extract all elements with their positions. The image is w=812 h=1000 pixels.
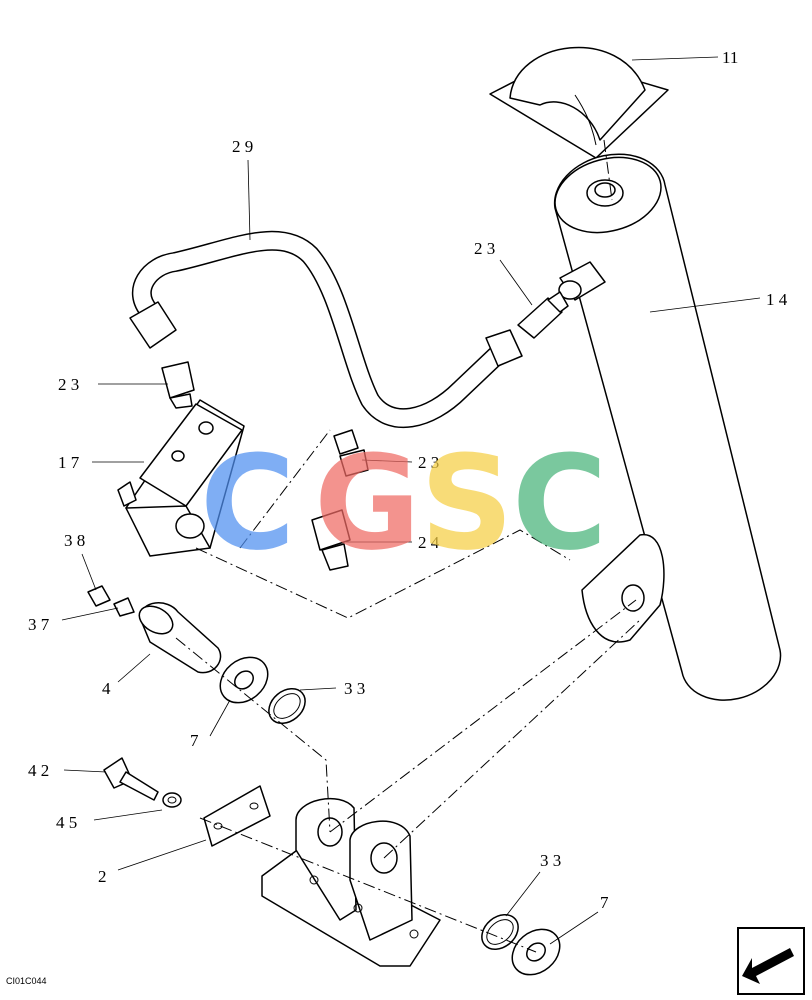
return-arrow-icon[interactable] bbox=[737, 927, 805, 995]
bump-stop-11 bbox=[489, 46, 669, 159]
plate-2 bbox=[203, 785, 271, 847]
grease-cap-38 bbox=[87, 585, 111, 607]
o-ring-33-upper bbox=[268, 688, 306, 724]
callout-numbers: 11 2 9 2 3 1 4 2 3 1 7 2 3 2 4 3 8 3 7 4… bbox=[28, 48, 788, 912]
cylinder-14 bbox=[553, 153, 782, 701]
lock-washer-45 bbox=[162, 792, 182, 808]
pin-4 bbox=[138, 602, 222, 674]
washer-7-upper bbox=[219, 656, 269, 704]
valve-block-17 bbox=[117, 399, 245, 557]
callout-29: 2 9 bbox=[232, 137, 253, 156]
callout-24: 2 4 bbox=[418, 533, 440, 552]
callout-23-left: 2 3 bbox=[58, 375, 79, 394]
watermark: C G S C bbox=[200, 427, 607, 579]
fitting-23-left bbox=[161, 361, 195, 409]
callout-17: 1 7 bbox=[58, 453, 80, 472]
callout-7-lower: 7 bbox=[600, 893, 609, 912]
callout-33-lower: 3 3 bbox=[540, 851, 561, 870]
leader-lines bbox=[61, 56, 761, 945]
callout-4: 4 bbox=[102, 679, 111, 698]
mounting-bracket bbox=[261, 797, 441, 967]
callout-37: 3 7 bbox=[28, 615, 50, 634]
callout-7-upper: 7 bbox=[190, 731, 199, 750]
bolt-42 bbox=[103, 757, 159, 801]
fitting-23-upper bbox=[517, 291, 569, 339]
callout-45: 4 5 bbox=[56, 813, 77, 832]
hose-29 bbox=[129, 230, 523, 428]
callout-11: 11 bbox=[722, 48, 738, 67]
callout-38: 3 8 bbox=[64, 531, 85, 550]
fitting-23-center bbox=[333, 429, 369, 477]
watermark-letter-c2: C bbox=[512, 427, 607, 579]
watermark-letter-s: S bbox=[420, 427, 514, 579]
watermark-letter-g: G bbox=[314, 427, 421, 579]
assembly-axis-lines bbox=[175, 139, 641, 953]
callout-33-upper: 3 3 bbox=[344, 679, 365, 698]
callout-23-center: 2 3 bbox=[418, 453, 439, 472]
callout-42: 4 2 bbox=[28, 761, 49, 780]
grease-nipple-37 bbox=[113, 597, 135, 617]
o-ring-33-lower bbox=[481, 914, 519, 950]
watermark-letter-c1: C bbox=[200, 427, 295, 579]
reference-code: CI01C044 bbox=[6, 976, 47, 986]
fitting-24 bbox=[311, 509, 351, 571]
callout-23-upper: 2 3 bbox=[474, 239, 495, 258]
callout-2: 2 bbox=[98, 867, 107, 886]
callout-14: 1 4 bbox=[766, 290, 788, 309]
